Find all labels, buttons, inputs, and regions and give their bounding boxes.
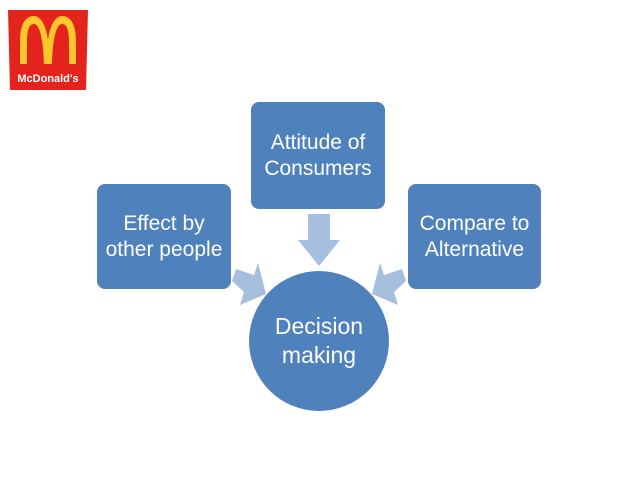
arrow-down-icon (298, 214, 340, 266)
node-attitude-of-consumers: Attitude of Consumers (251, 102, 385, 209)
node-label: Attitude of Consumers (264, 130, 372, 180)
logo-wordmark: McDonald's (17, 73, 78, 85)
node-effect-by-other-people: Effect by other people (97, 184, 231, 289)
arrow-right-icon (232, 263, 266, 305)
node-label: Compare to Alternative (419, 211, 530, 261)
center-label: Decision making (274, 313, 364, 368)
mcdonalds-logo: McDonald's (8, 10, 88, 90)
golden-arches-icon (20, 16, 76, 64)
center-node-decision-making: Decision making (249, 271, 389, 411)
node-compare-to-alternative: Compare to Alternative (408, 184, 541, 289)
node-label: Effect by other people (105, 211, 223, 261)
arrow-left-icon (372, 263, 406, 305)
